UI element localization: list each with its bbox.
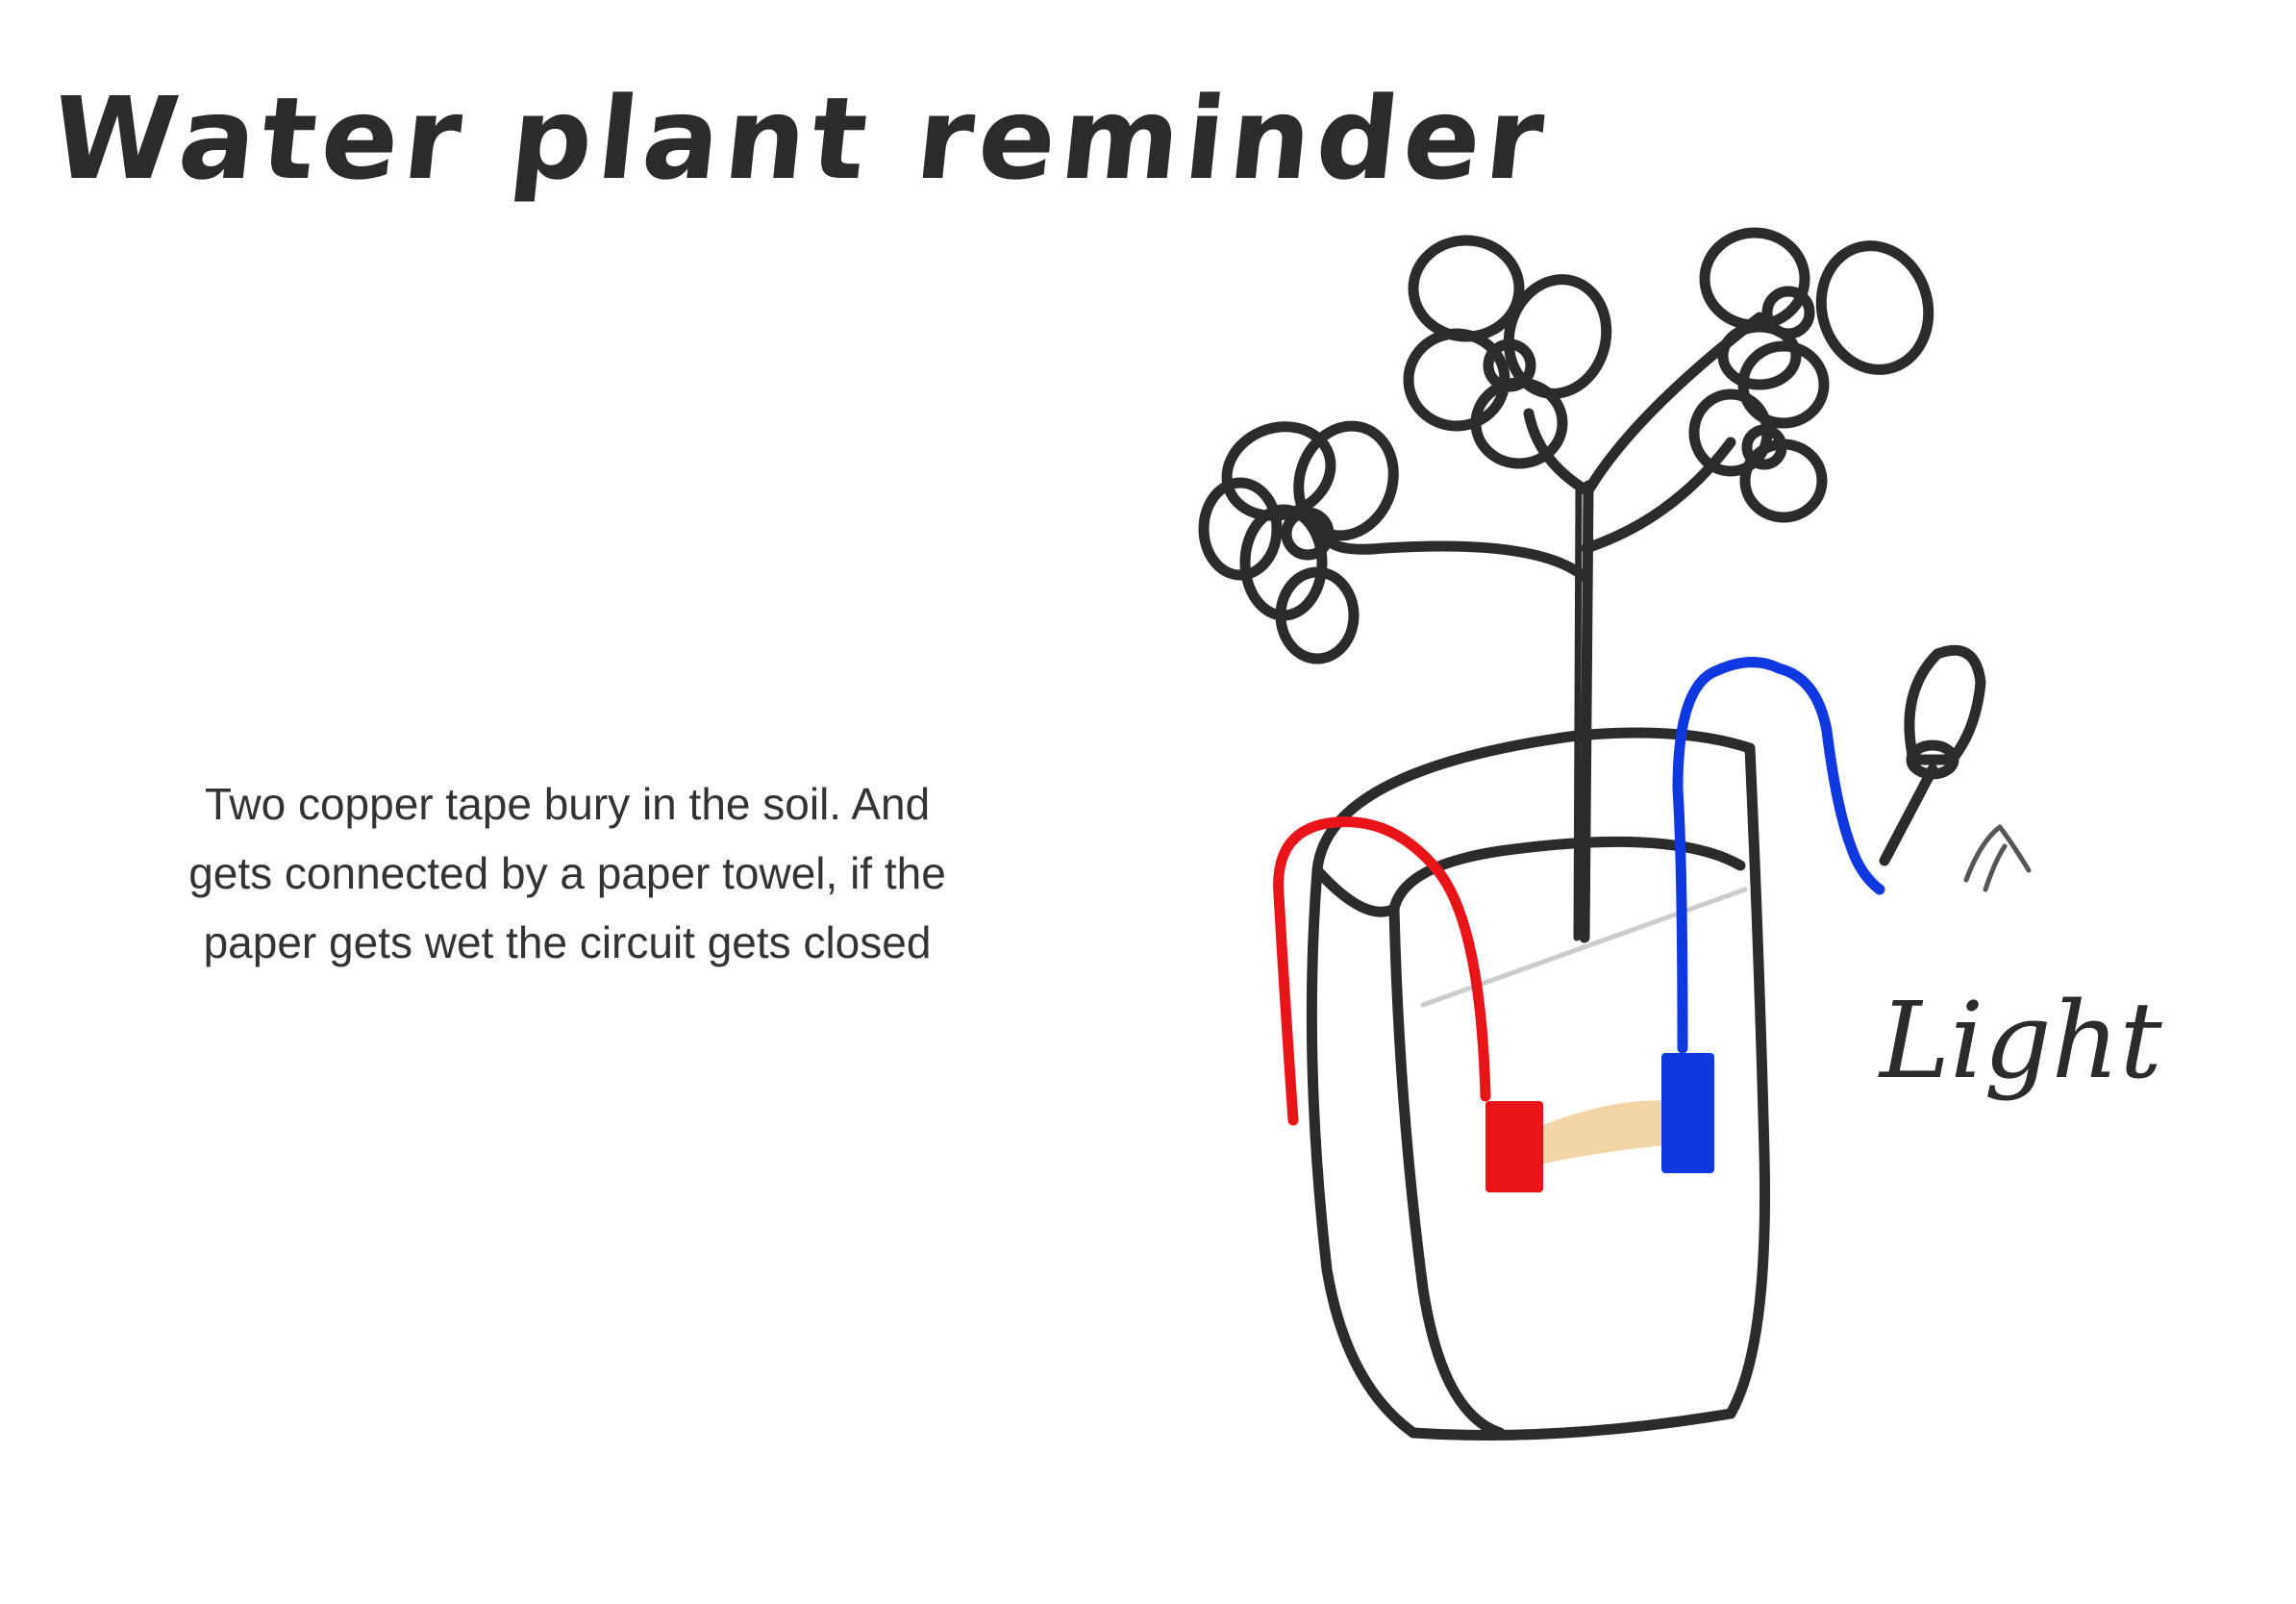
flower-left bbox=[1204, 413, 1409, 659]
pot-wall-right bbox=[1731, 748, 1765, 1414]
sketch-title: Water plant reminder bbox=[46, 72, 1556, 205]
red-copper-tape bbox=[1485, 1101, 1543, 1192]
branch-upper-right bbox=[1588, 317, 1759, 490]
flower-right bbox=[1694, 346, 1824, 517]
description-line: Two copper tape bury in the soil. And bbox=[115, 769, 1019, 839]
light-label: Light bbox=[1878, 979, 2162, 1102]
pot-front-left bbox=[1394, 909, 1500, 1433]
blue-copper-tape bbox=[1661, 1053, 1714, 1173]
paper-towel bbox=[1543, 1100, 1678, 1164]
description-line: gets connected by a paper towel, if the bbox=[115, 839, 1019, 908]
description-note: Two copper tape bury in the soil. And ge… bbox=[115, 769, 1019, 977]
arrow-up-icon bbox=[1966, 827, 2029, 890]
light-bulb-icon bbox=[1884, 650, 1981, 861]
flower-top-right bbox=[1705, 233, 1942, 385]
description-line: paper gets wet the circuit gets closed bbox=[115, 908, 1019, 977]
branch-left bbox=[1327, 539, 1585, 577]
plant-stem bbox=[1585, 486, 1588, 938]
pot-bottom bbox=[1413, 1414, 1731, 1436]
flower-top-middle bbox=[1409, 240, 1619, 464]
